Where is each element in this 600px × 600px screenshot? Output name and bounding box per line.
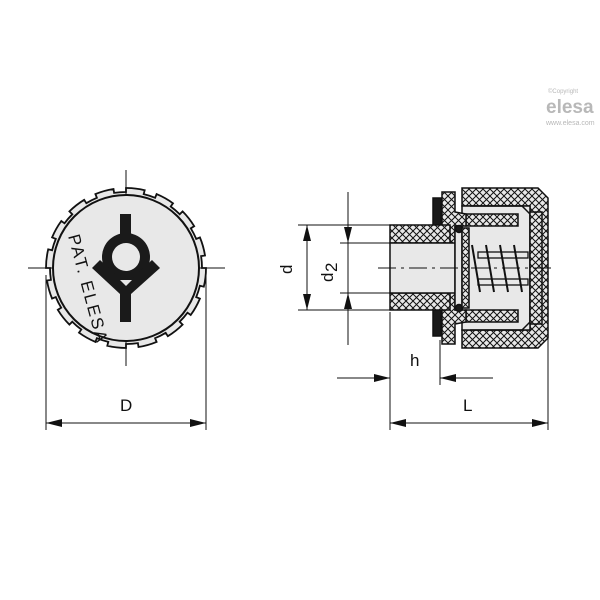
elesa-watermark: ©Copyright elesa www.elesa.com: [545, 88, 595, 127]
copyright-text: ©Copyright: [548, 88, 578, 95]
svg-text:d: d: [318, 273, 337, 282]
dimension-d2-label: d 2: [318, 263, 341, 282]
side-view: [378, 187, 555, 349]
dimension-D-label: D: [120, 396, 132, 415]
brand-logo: elesa: [546, 97, 594, 118]
dimension-h-label: h: [410, 351, 419, 370]
elesa-symbol-icon: [92, 214, 160, 322]
side-dimensions: [298, 192, 549, 430]
bushing-wall-bottom: [389, 292, 451, 311]
dimension-L-label: L: [463, 396, 472, 415]
svg-text:2: 2: [322, 263, 341, 272]
front-view: PAT. ELESA: [28, 170, 225, 430]
bushing-wall-top: [389, 224, 451, 244]
dimension-d-label: d: [277, 265, 296, 274]
url-text: www.elesa.com: [545, 120, 595, 127]
